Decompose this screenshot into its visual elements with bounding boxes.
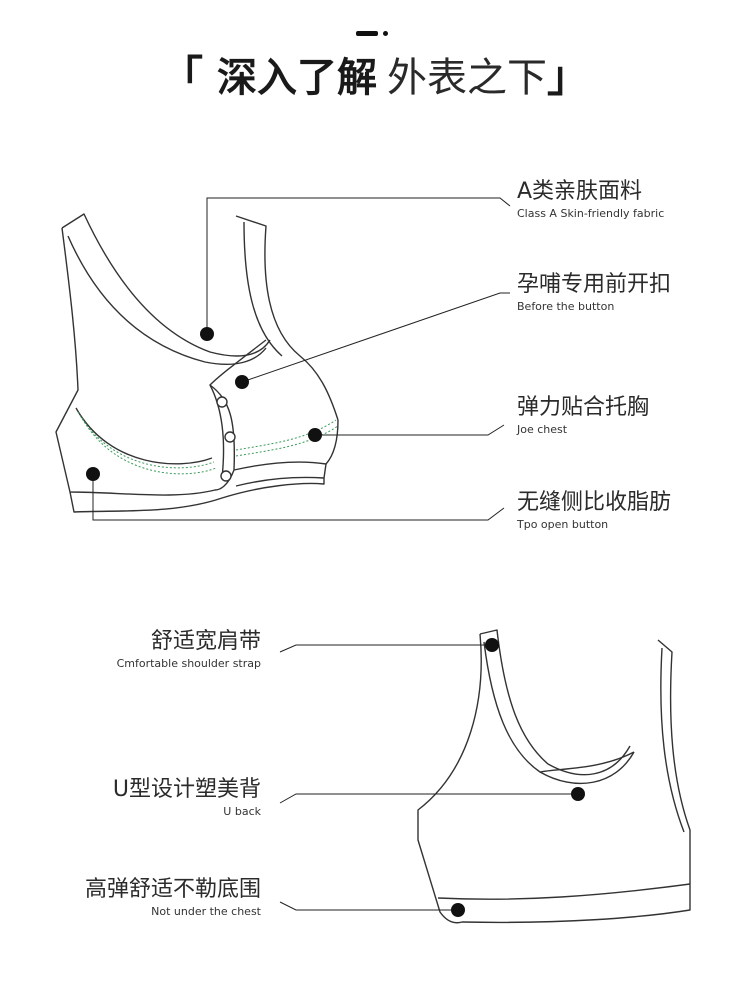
feature-cn: 无缝侧比收脂肪 — [517, 490, 672, 515]
feature-en: Tpo open button — [517, 518, 609, 531]
feature-cn: 孕哺专用前开扣 — [517, 272, 672, 297]
feature-en: Not under the chest — [151, 905, 261, 918]
feature-en: Before the button — [517, 300, 615, 313]
back-callout-lines — [279, 644, 578, 911]
feature-cn: 舒适宽肩带 — [150, 629, 261, 654]
title-open-bracket: 「 — [160, 52, 203, 101]
feature-label-fabric: A类亲肤面料 Class A Skin-friendly fabric — [517, 178, 664, 222]
title-close-bracket: 」 — [547, 52, 590, 101]
feature-en: Joe chest — [517, 423, 568, 436]
feature-cn: 高弹舒适不勒底围 — [84, 877, 261, 902]
decoration-bar — [356, 31, 378, 36]
feature-en: Cmfortable shoulder strap — [116, 657, 261, 670]
feature-cn: U型设计塑美背 — [112, 777, 261, 802]
decoration-dot — [383, 31, 388, 36]
feature-en: U back — [223, 805, 261, 818]
feature-label-shoulder-strap: 舒适宽肩带 Cmfortable shoulder strap — [117, 628, 261, 672]
title-strong: 深入了解 — [217, 55, 377, 101]
feature-label-front-button: 孕哺专用前开扣 Before the button — [517, 271, 671, 315]
front-callout-dots — [86, 327, 322, 481]
front-bra-stitching — [77, 411, 339, 475]
feature-label-u-back: U型设计塑美背 U back — [113, 776, 261, 820]
feature-label-seamless-side: 无缝侧比收脂肪 Tpo open button — [517, 489, 671, 533]
feature-label-underband: 高弹舒适不勒底围 Not under the chest — [85, 876, 261, 920]
feature-cn: A类亲肤面料 — [517, 179, 643, 204]
back-callout-dots — [451, 638, 585, 917]
feature-cn: 弹力贴合托胸 — [517, 395, 650, 420]
feature-en: Class A Skin-friendly fabric — [517, 207, 665, 220]
front-callout-lines — [92, 197, 511, 521]
back-bra-drawing — [417, 629, 691, 924]
front-bra-drawing — [55, 213, 339, 513]
front-buttons — [216, 396, 236, 482]
title-light: 外表之下 — [387, 55, 547, 101]
feature-label-chest-support: 弹力贴合托胸 Joe chest — [517, 394, 649, 438]
page-title: 「深入了解外表之下」 — [0, 50, 750, 105]
